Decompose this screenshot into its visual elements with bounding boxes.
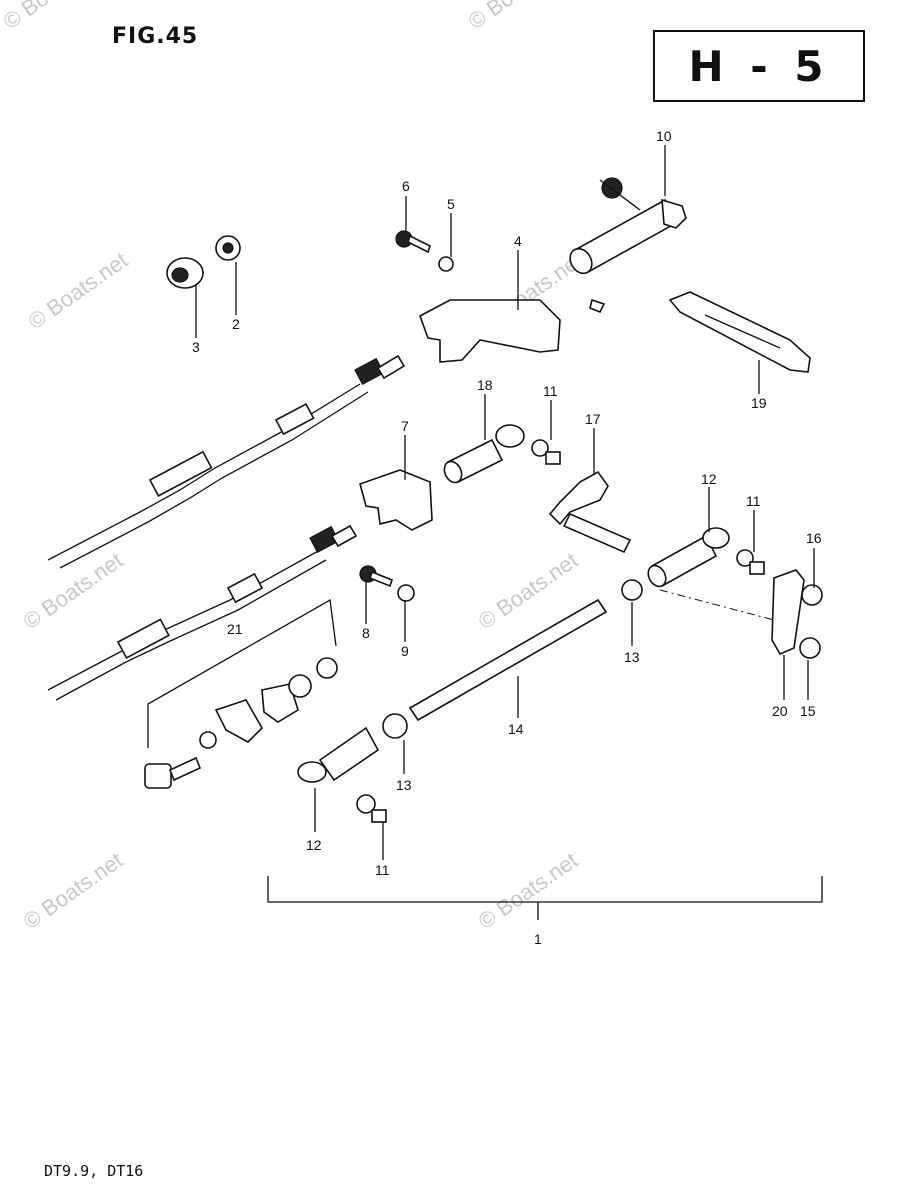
part-15-nut — [799, 637, 821, 659]
callout-4: 4 — [514, 233, 522, 249]
watermarks: © Boats.net © Boats.net © Boats.net © Bo… — [0, 0, 587, 934]
watermark-1: © Boats.net — [0, 0, 107, 34]
callout-10: 10 — [656, 128, 672, 144]
part-19-plate — [668, 291, 811, 373]
callout-11-a: 11 — [543, 383, 558, 399]
part-12-rod-end-b — [297, 726, 380, 783]
watermark-8: © Boats.net — [474, 847, 583, 934]
page-code-box: H - 5 — [653, 30, 865, 102]
part-12-rod-end-a — [647, 527, 730, 588]
part-4-bracket — [419, 299, 561, 363]
callout-5: 5 — [447, 196, 455, 212]
watermark-7: © Boats.net — [19, 847, 128, 934]
callout-labels: 10 6 5 4 3 2 19 18 11 17 7 12 11 16 21 8… — [192, 128, 822, 947]
part-3-bushing — [166, 257, 204, 289]
model-footer: DT9.9, DT16 — [44, 1162, 144, 1180]
callout-12-b: 12 — [306, 837, 322, 853]
callout-1: 1 — [534, 931, 542, 947]
callout-19: 19 — [751, 395, 767, 411]
part-9-washer — [397, 584, 415, 602]
callout-6: 6 — [402, 178, 410, 194]
callout-9: 9 — [401, 643, 409, 659]
figure-title: FIG.45 — [112, 24, 199, 49]
watermark-3: © Boats.net — [24, 247, 133, 334]
assembly-bracket — [267, 876, 823, 903]
callout-2: 2 — [232, 316, 240, 332]
part-17-lever — [548, 470, 632, 554]
part-11-ball-joint-c — [356, 794, 387, 823]
callout-17: 17 — [585, 411, 601, 427]
callout-14: 14 — [508, 721, 524, 737]
part-16-nut — [801, 584, 823, 606]
cable-upper — [47, 354, 406, 569]
callout-13-b: 13 — [396, 777, 412, 793]
watermark-5: © Boats.net — [19, 547, 128, 634]
leader-lines — [195, 145, 815, 860]
callout-3: 3 — [192, 339, 200, 355]
callout-16: 16 — [806, 530, 822, 546]
part-8-screw — [359, 565, 393, 588]
part-20-link-plate — [771, 569, 805, 656]
callout-15: 15 — [800, 703, 816, 719]
part-2-nut — [215, 235, 241, 261]
part-13-nut-a — [621, 579, 643, 601]
part-10-lever-arm — [569, 177, 687, 275]
part-21-hardware-set — [144, 598, 338, 789]
part-11-ball-joint-b — [736, 549, 765, 575]
callout-11-b: 11 — [746, 493, 761, 509]
part-6-bolt — [395, 230, 431, 254]
page-code: H - 5 — [688, 42, 830, 91]
part-14-rod — [408, 598, 608, 722]
callout-18: 18 — [477, 377, 493, 393]
part-18-rod-end — [443, 424, 525, 484]
part-5-washer — [438, 256, 454, 272]
part-11-ball-joint-a — [531, 439, 561, 465]
cable-lower — [47, 524, 358, 701]
callout-21: 21 — [227, 621, 243, 637]
callout-20: 20 — [772, 703, 788, 719]
watermark-2: © Boats.net — [464, 0, 573, 34]
callout-13-a: 13 — [624, 649, 640, 665]
part-13-nut-b — [382, 713, 408, 739]
callout-12-a: 12 — [701, 471, 717, 487]
callout-7: 7 — [401, 418, 409, 434]
part-7-clamp — [359, 469, 433, 531]
callout-8: 8 — [362, 625, 370, 641]
callout-11-c: 11 — [375, 862, 390, 878]
